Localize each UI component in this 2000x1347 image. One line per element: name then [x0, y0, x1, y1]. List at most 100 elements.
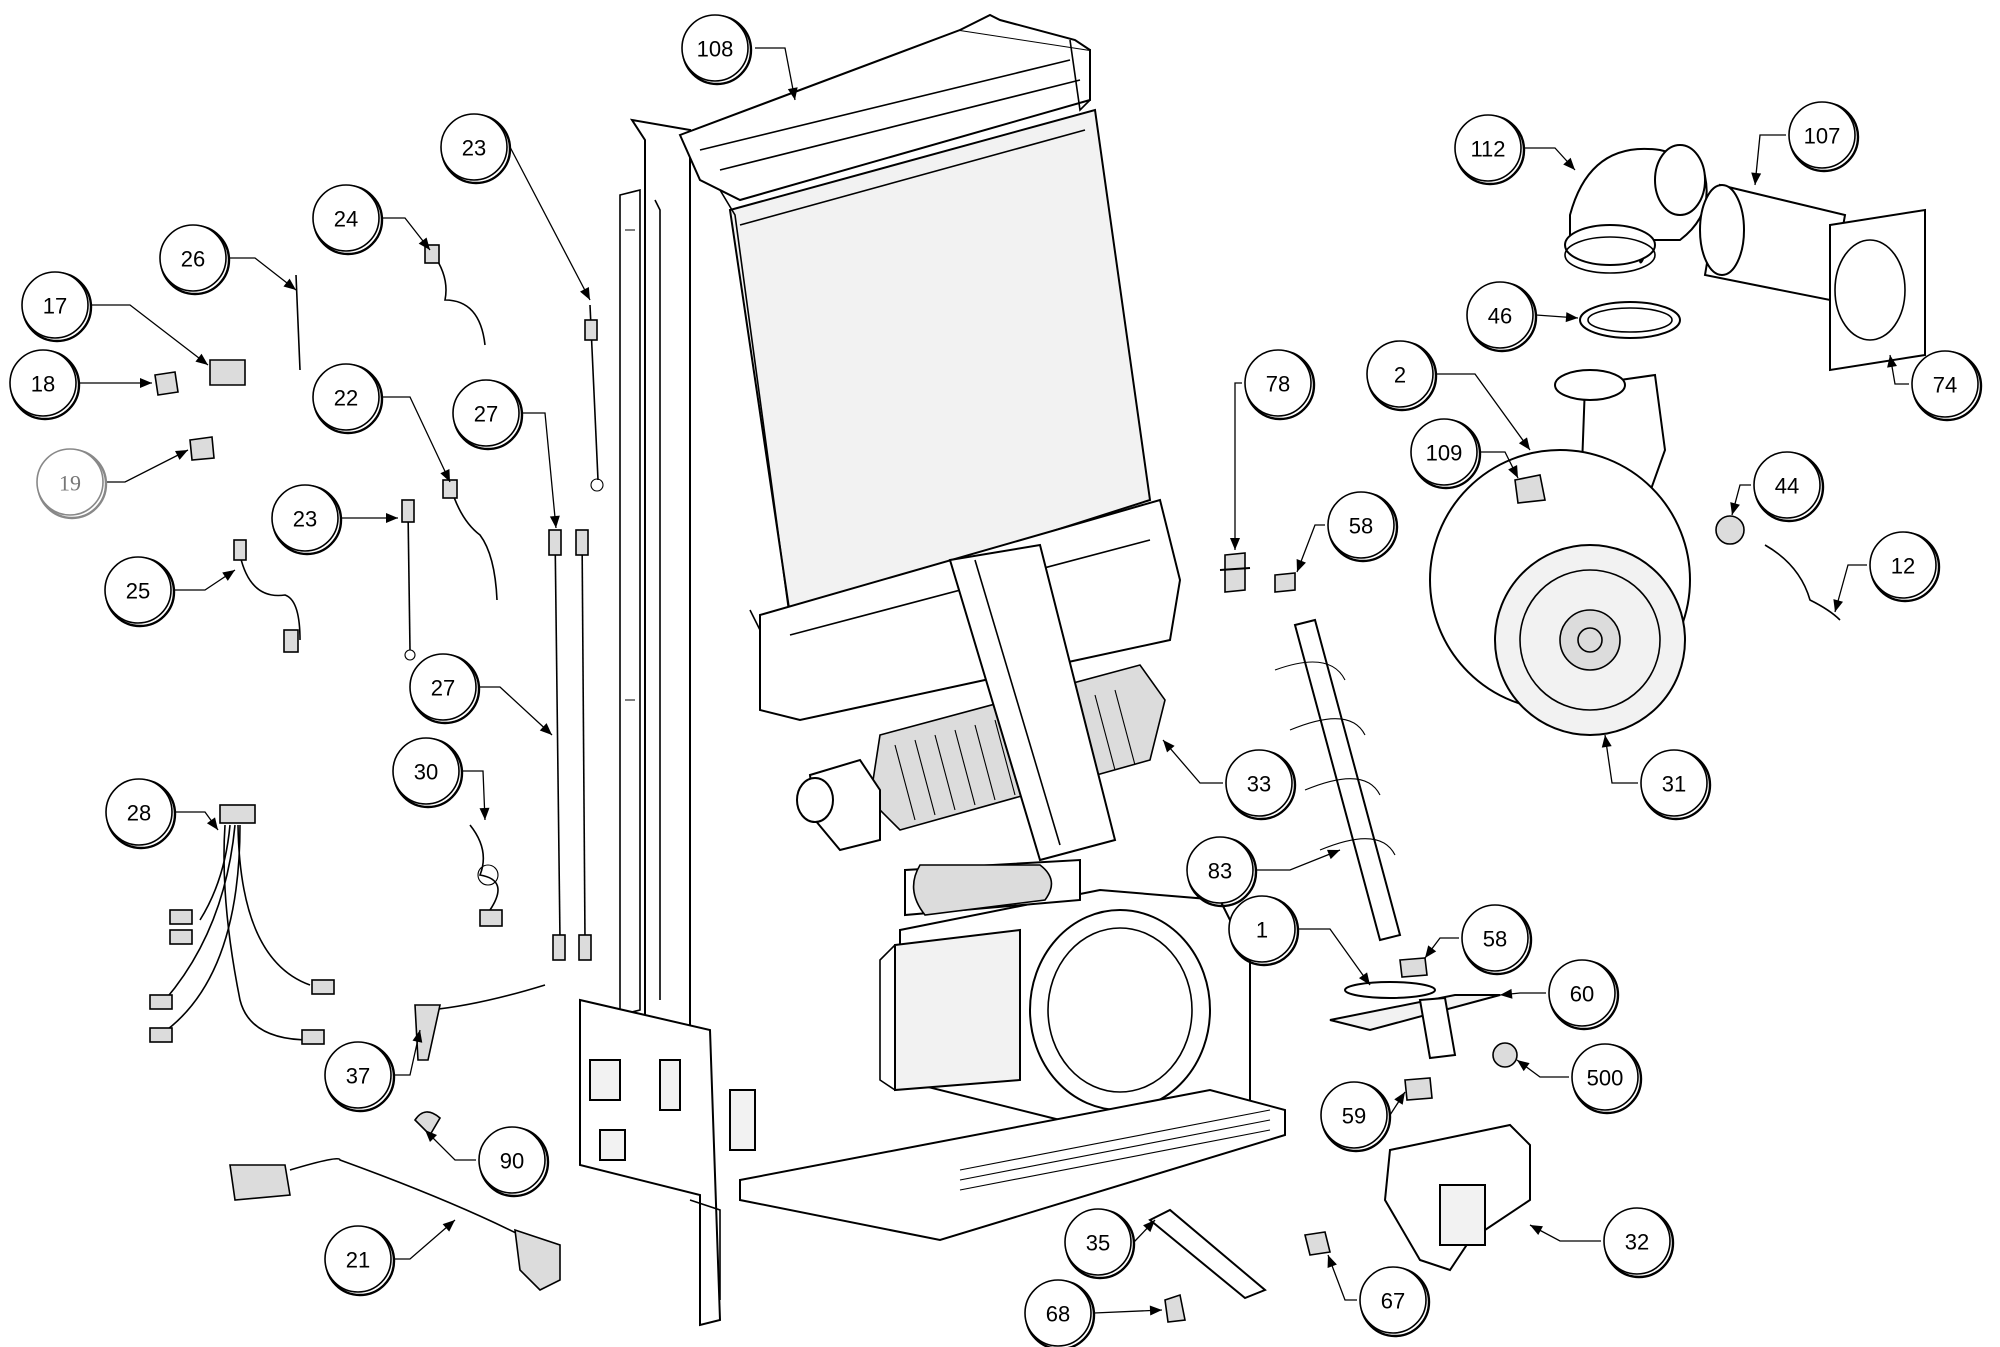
callout-bubble [1228, 895, 1296, 963]
leader-arrowhead [539, 723, 552, 735]
callout-58b: 58 [1424, 904, 1533, 976]
callout-bubble [1186, 836, 1254, 904]
callout-number: 1 [1256, 918, 1268, 943]
callout-number: 109 [1426, 441, 1463, 466]
leader-line [382, 396, 451, 483]
callout-number: 17 [43, 294, 67, 319]
callout-number: 31 [1662, 772, 1686, 797]
leader-arrowhead [1751, 172, 1762, 185]
callout-bubble [9, 349, 77, 417]
leader-arrowhead [1517, 1060, 1530, 1072]
callout-bubble [452, 379, 520, 447]
callout-2: 2 [1366, 340, 1531, 451]
callout-74: 74 [1887, 350, 1983, 422]
callout-number: 44 [1775, 474, 1799, 499]
callout-58a: 58 [1296, 491, 1399, 573]
callout-bubble [1024, 1279, 1092, 1347]
callout-46: 46 [1466, 281, 1579, 353]
callout-number: 24 [334, 207, 358, 232]
leader-line [1754, 134, 1786, 186]
callout-bubble [1366, 340, 1434, 408]
leader-line [1524, 147, 1576, 171]
callout-number: 90 [500, 1149, 524, 1174]
callout-24: 24 [312, 184, 431, 256]
callout-107: 107 [1751, 101, 1860, 186]
callout-bubble [104, 556, 172, 624]
callout-31: 31 [1601, 734, 1712, 821]
callout-26: 26 [159, 224, 297, 296]
leader-arrowhead [140, 378, 152, 388]
right-parts [1148, 144, 1926, 1323]
leader-arrowhead [386, 513, 398, 523]
leader-arrowhead [418, 237, 430, 250]
leader-arrowhead [1149, 1305, 1162, 1316]
callout-number: 74 [1933, 373, 1957, 398]
callout-78: 78 [1230, 349, 1316, 550]
callout-number: 60 [1570, 982, 1594, 1007]
callout-bubble [1454, 114, 1522, 182]
leader-arrowhead [1327, 1255, 1337, 1268]
leader-arrowhead [283, 278, 296, 290]
callout-22: 22 [312, 363, 451, 483]
callout-bubble [478, 1126, 546, 1194]
callout-number: 22 [334, 386, 358, 411]
leader-line [522, 412, 557, 529]
callout-number: 500 [1587, 1066, 1624, 1091]
leader-arrowhead [1394, 1092, 1405, 1105]
callout-bubble [21, 271, 89, 339]
callout-17: 17 [21, 271, 209, 366]
leader-arrowhead [1563, 157, 1575, 170]
callout-number: 28 [127, 801, 151, 826]
leader-line [91, 304, 209, 366]
callout-bubble [1640, 749, 1708, 817]
callout-number: 107 [1804, 124, 1841, 149]
callout-bubble [1327, 491, 1395, 559]
callout-bubble [271, 484, 339, 552]
leader-line [424, 1129, 476, 1161]
callout-number: 12 [1891, 554, 1915, 579]
callout-bubble [312, 184, 380, 252]
leader-line [462, 770, 486, 821]
callout-67: 67 [1327, 1254, 1431, 1338]
leader-line [755, 47, 796, 101]
stove-body [579, 13, 1286, 1327]
callout-number: 112 [1470, 137, 1505, 162]
leader-arrowhead [1143, 1220, 1155, 1233]
callout-25: 25 [104, 556, 236, 628]
leader-arrowhead [195, 353, 208, 365]
callout-35: 35 [1064, 1208, 1156, 1280]
leader-line [1436, 373, 1531, 451]
callout-number: 58 [1483, 927, 1507, 952]
callout-bubble [1466, 281, 1534, 349]
leader-arrowhead [222, 570, 235, 581]
leader-arrowhead [1833, 599, 1844, 612]
leader-arrowhead [206, 817, 218, 830]
leader-arrowhead [1565, 312, 1578, 323]
callout-12: 12 [1833, 531, 1941, 613]
callout-bubble [1244, 349, 1312, 417]
leader-line [394, 1029, 421, 1076]
leader-line [382, 217, 431, 251]
callout-bubble [36, 448, 104, 516]
callout-bubble [159, 224, 227, 292]
leader-arrowhead [479, 807, 490, 820]
callout-number: 35 [1086, 1231, 1110, 1256]
callout-bubble [1788, 101, 1856, 169]
callout-number: 21 [346, 1248, 370, 1273]
leader-line [1234, 382, 1242, 550]
callout-83: 83 [1186, 836, 1341, 908]
leader-arrowhead [425, 1130, 438, 1143]
leader-line [1162, 739, 1223, 784]
leader-arrowhead [787, 87, 798, 100]
callout-number: 83 [1208, 859, 1232, 884]
callout-number: 37 [346, 1064, 370, 1089]
callout-bubble [1548, 959, 1616, 1027]
callout-bubble [1359, 1266, 1427, 1334]
leader-arrowhead [1500, 988, 1513, 999]
leader-arrowhead [1327, 849, 1340, 860]
callout-60: 60 [1499, 959, 1620, 1031]
callout-number: 27 [431, 676, 455, 701]
callout-number: 2 [1394, 363, 1406, 388]
callout-44: 44 [1730, 451, 1825, 523]
callout-27a: 27 [452, 379, 560, 529]
